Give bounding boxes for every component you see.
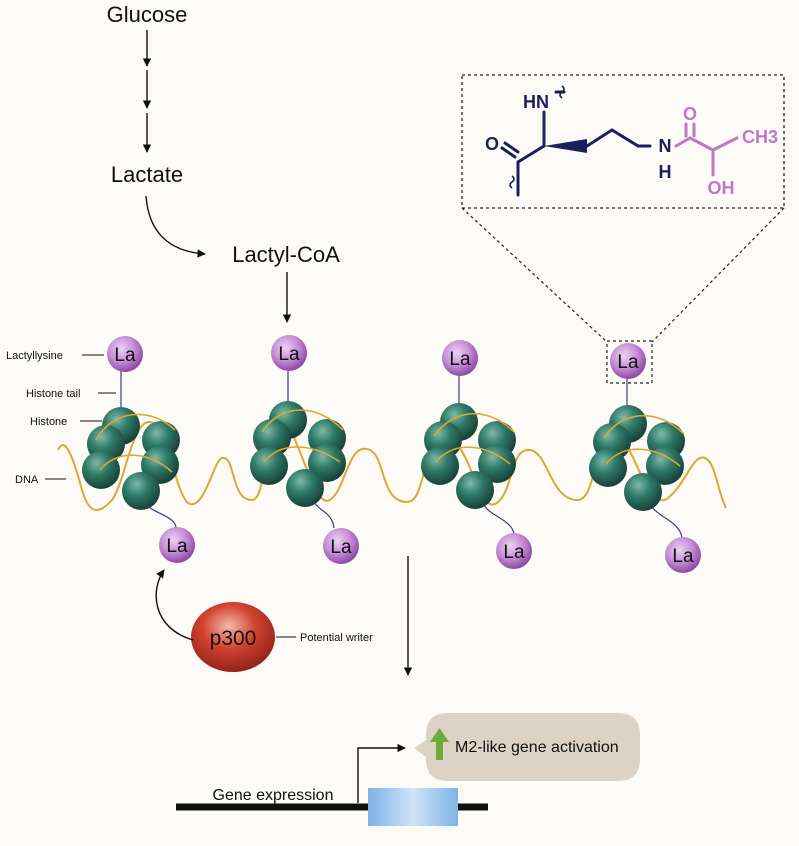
la-circle — [107, 336, 143, 372]
lactyllysine-structure: HN O N H O CH3 OH — [485, 85, 778, 198]
oh-group: OH — [708, 178, 735, 198]
gene-box — [368, 788, 458, 826]
la-highlight-box — [606, 340, 653, 384]
potential-writer-label: Potential writer — [300, 632, 373, 644]
lactyl-o-atom: O — [683, 104, 697, 124]
la-text: La — [503, 542, 525, 563]
la-badge: La — [107, 336, 143, 372]
histone-bead — [624, 473, 662, 511]
la-badge: La — [159, 527, 195, 563]
la-text: La — [278, 344, 300, 365]
histone-bead — [589, 449, 627, 487]
amide-h-atom: H — [659, 162, 672, 182]
carbonyl-o-atom: O — [485, 134, 499, 154]
histone-bead — [646, 447, 684, 485]
histone-bead — [122, 472, 160, 510]
la-text: La — [617, 352, 639, 373]
lactate-label: Lactate — [111, 162, 183, 187]
la-text: La — [330, 537, 352, 558]
la-text: La — [166, 536, 188, 557]
gene-expression-label: Gene expression — [213, 787, 334, 804]
la-badge: La — [606, 340, 653, 384]
la-circle — [159, 527, 195, 563]
histone-tail — [651, 506, 683, 539]
activation-callout — [414, 713, 640, 781]
histone-bead — [421, 447, 459, 485]
la-text: La — [672, 546, 694, 567]
up-arrow-icon — [430, 728, 449, 760]
la-circle — [610, 343, 646, 379]
p300-label: p300 — [210, 627, 257, 650]
la-badge: La — [442, 340, 478, 376]
histone-tail — [147, 504, 177, 529]
histone-bead — [456, 471, 494, 509]
zoom-line-right — [651, 207, 785, 343]
lactyl-coa-label: Lactyl-CoA — [232, 242, 340, 267]
la-badge: La — [271, 335, 307, 371]
la-text: La — [449, 349, 471, 370]
wedge-bond — [544, 139, 587, 153]
nucleosome-3 — [421, 375, 516, 535]
la-circle — [496, 533, 532, 569]
lactyllysine-label: Lactyllysine — [6, 350, 63, 362]
dna-wrap — [95, 409, 685, 473]
la-badge: La — [323, 528, 359, 564]
ch3-group: CH3 — [742, 127, 778, 147]
la-badge: La — [665, 537, 701, 573]
histone-label: Histone — [30, 416, 67, 428]
histone-bead — [478, 445, 516, 483]
glucose-label: Glucose — [107, 2, 188, 27]
histone-bead — [308, 444, 346, 482]
la-circle — [323, 528, 359, 564]
histone-tail — [483, 504, 515, 535]
histone-bead — [253, 419, 291, 457]
la-circle — [442, 340, 478, 376]
histone-bead — [286, 469, 324, 507]
la-text: La — [114, 345, 136, 366]
dna-label: DNA — [15, 474, 39, 486]
histone-bead — [141, 446, 179, 484]
la-badge: La — [496, 533, 532, 569]
amide-n-atom: N — [659, 136, 672, 156]
zoom-line-left — [461, 207, 608, 343]
nucleosome-4 — [589, 377, 685, 539]
la-circle — [271, 335, 307, 371]
arrow-lactate-to-lactylcoa — [145, 195, 206, 258]
histone-bead — [250, 447, 288, 485]
histone-tail — [313, 501, 335, 529]
la-circle — [665, 537, 701, 573]
hn-atom: HN — [523, 92, 549, 112]
histone-tail-label: Histone tail — [26, 388, 80, 400]
p300-enzyme — [191, 602, 275, 672]
transcription-start-arrow — [357, 743, 406, 803]
activation-label: M2-like gene activation — [455, 739, 619, 756]
arrow-p300-to-la — [155, 569, 194, 641]
structure-box — [461, 74, 785, 209]
nucleosome-2 — [250, 371, 346, 529]
